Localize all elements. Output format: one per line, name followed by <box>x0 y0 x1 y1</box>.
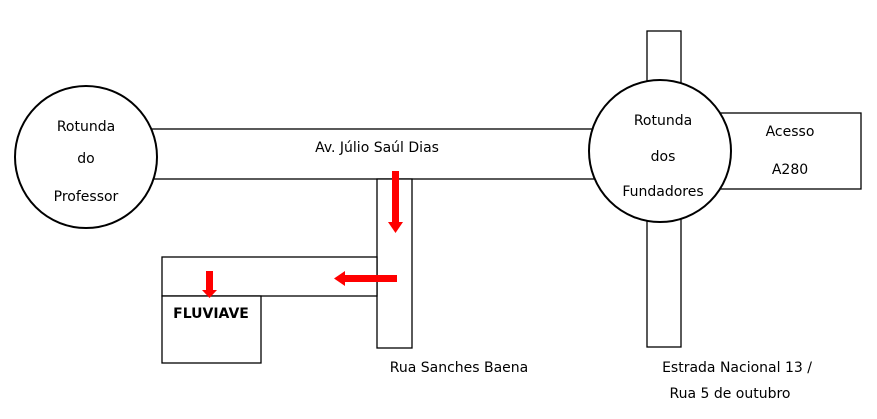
a280-access-shape <box>719 112 862 190</box>
roundabout-professor-line1: Rotunda <box>57 119 115 135</box>
roundabout-professor-line3: Professor <box>54 189 119 205</box>
roundabout-professor-line2: do <box>77 151 94 167</box>
route-arrow-down-2 <box>202 271 217 298</box>
roundabout-professor <box>14 85 158 229</box>
route-arrow-down-1 <box>388 171 403 233</box>
destination-label: FLUVIAVE <box>173 306 249 322</box>
fluviave-building <box>161 295 262 364</box>
roundabout-fundadores-line2: dos <box>651 149 676 165</box>
main-avenue-shape <box>149 128 611 180</box>
route-arrow-left <box>334 271 397 286</box>
roundabout-fundadores <box>588 79 732 223</box>
roundabout-fundadores-line1: Rotunda <box>634 113 692 129</box>
national-road-label-line2: Rua 5 de outubro <box>669 386 790 402</box>
side-street-label: Rua Sanches Baena <box>390 360 529 376</box>
main-avenue-label: Av. Júlio Saúl Dias <box>315 140 439 156</box>
side-street-shape <box>376 178 413 349</box>
national-road-label-line1: Estrada Nacional 13 / <box>662 360 812 376</box>
a280-label-line2: A280 <box>772 162 808 178</box>
roundabout-fundadores-line3: Fundadores <box>622 184 703 200</box>
a280-label-line1: Acesso <box>766 124 815 140</box>
